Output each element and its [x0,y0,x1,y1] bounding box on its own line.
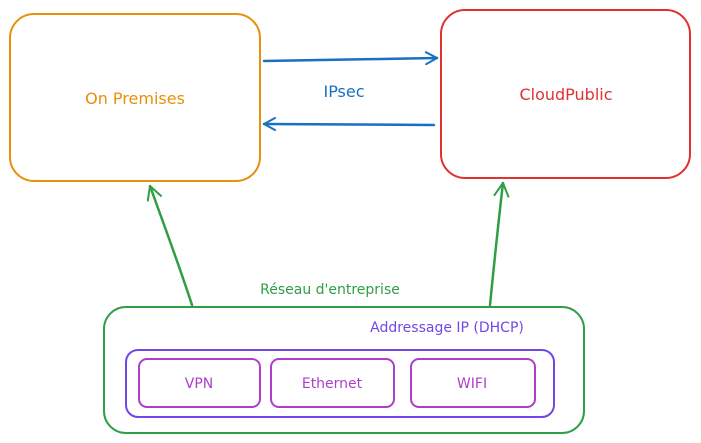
wifi-node: WIFI [410,358,536,408]
access-methods-group: VPN Ethernet WIFI [125,349,555,418]
ethernet-label: Ethernet [302,376,363,392]
enterprise-network-label: Réseau d'entreprise [260,282,400,298]
cloud-public-node: CloudPublic [440,9,691,179]
vpn-label: VPN [185,376,214,392]
ip-addressing-label: Addressage IP (DHCP) [370,320,524,336]
ipsec-arrow-to-cloud [262,51,439,66]
on-premises-node: On Premises [9,13,261,182]
arrow-to-cloud-public [488,181,510,307]
ipsec-connection: IPsec [262,51,439,132]
ipsec-label: IPsec [323,82,364,101]
ipsec-arrow-to-premises [262,117,436,132]
enterprise-links [146,181,510,307]
wifi-label: WIFI [457,376,487,392]
arrow-to-on-premises [146,184,194,307]
on-premises-label: On Premises [85,89,185,108]
ethernet-node: Ethernet [270,358,395,408]
cloud-public-label: CloudPublic [519,85,612,104]
enterprise-network-node [103,306,585,434]
vpn-node: VPN [138,358,261,408]
